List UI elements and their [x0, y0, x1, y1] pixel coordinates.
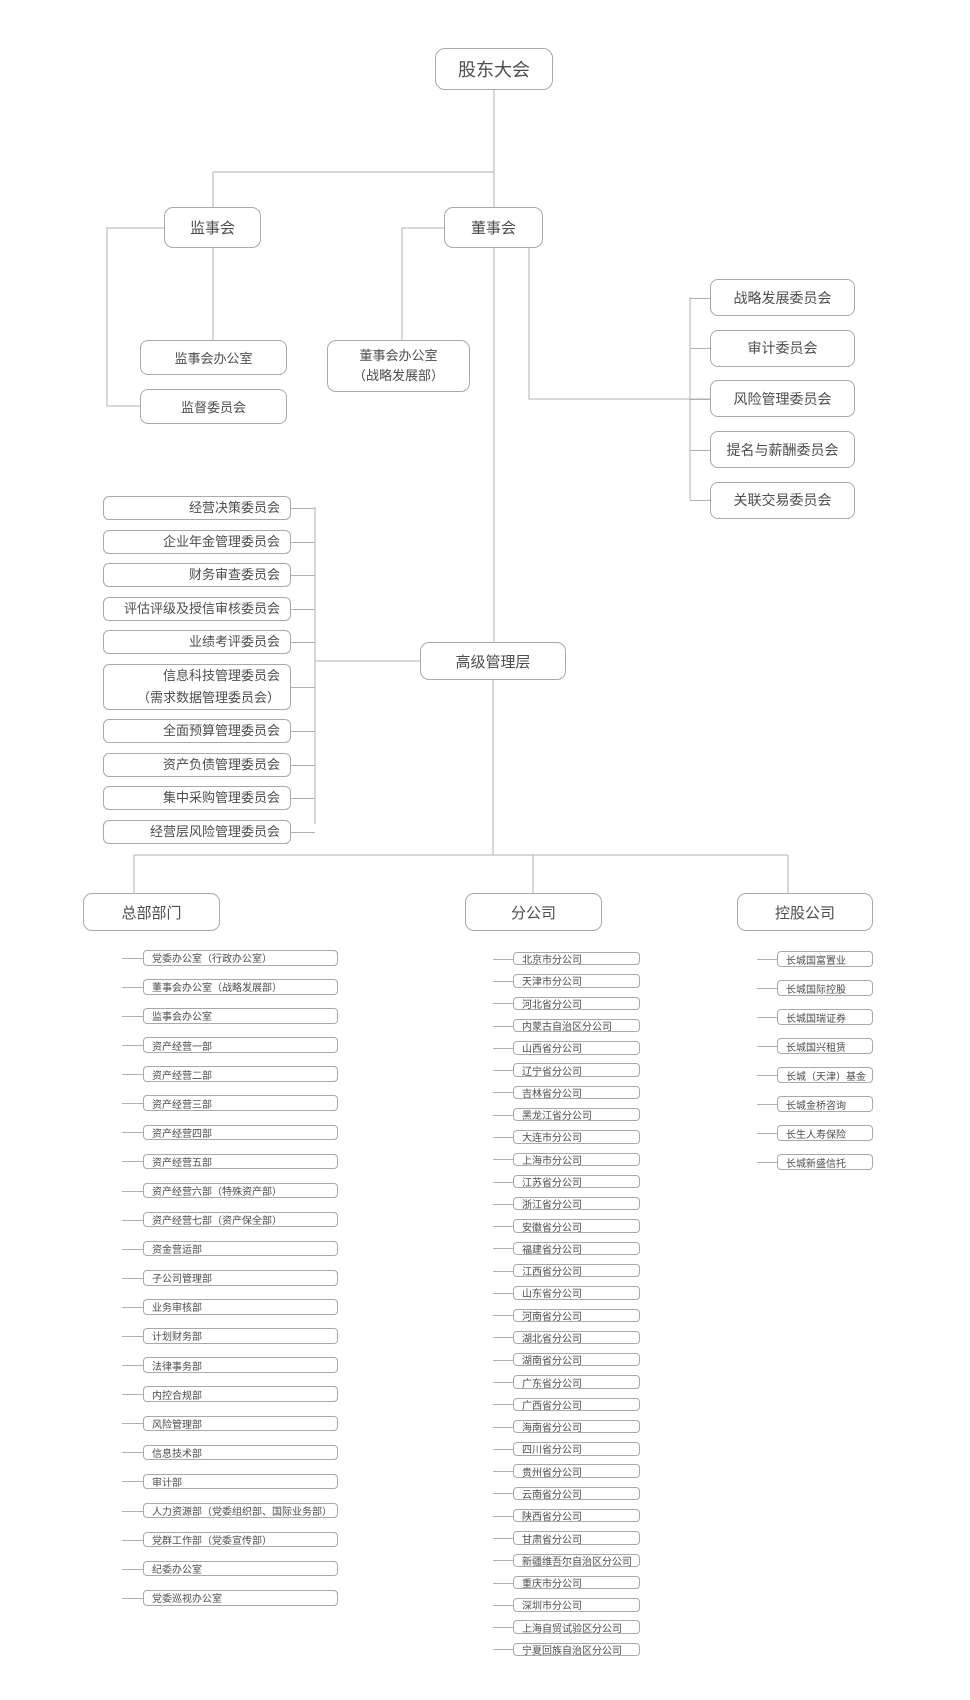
hq-department-node: 资产经营二部	[122, 1066, 338, 1082]
hq-department-node: 内控合规部	[122, 1386, 338, 1402]
holding-company-node: 长城新盛信托	[757, 1154, 873, 1170]
holding-company-node: 长城国瑞证券	[757, 1009, 873, 1025]
board-committee-node: 审计委员会	[690, 329, 855, 367]
management-committee-node: 全面预算管理委员会	[103, 719, 315, 743]
branch-company-node: 大连市分公司	[493, 1130, 640, 1144]
node-shareholders-meeting: 股东大会	[435, 48, 553, 90]
hq-department-node: 业务审核部	[122, 1299, 338, 1315]
branch-company-node: 山西省分公司	[493, 1041, 640, 1055]
node-supervisory-board: 监事会	[164, 207, 261, 248]
hq-department-node: 人力资源部（党委组织部、国际业务部）	[122, 1502, 338, 1519]
branch-company-node: 云南省分公司	[493, 1486, 640, 1501]
branch-company-node: 宁夏回族自治区分公司	[493, 1642, 640, 1657]
branch-company-node: 湖北省分公司	[493, 1330, 640, 1345]
management-committee-node: 评估评级及授信审核委员会	[103, 596, 315, 621]
management-committee-node: 经营层风险管理委员会	[103, 819, 315, 844]
hq-department-node: 资产经营四部	[122, 1124, 338, 1141]
node-supervision-committee: 监督委员会	[140, 389, 287, 424]
hq-department-node: 资产经营六部（特殊资产部）	[122, 1182, 338, 1199]
holding-company-node: 长城国际控股	[757, 980, 873, 996]
branch-company-node: 河北省分公司	[493, 996, 640, 1011]
hq-department-node: 监事会办公室	[122, 1008, 338, 1024]
branch-company-node: 黑龙江省分公司	[493, 1107, 640, 1122]
node-senior-management: 高级管理层	[420, 642, 566, 680]
hq-department-node: 风险管理部	[122, 1415, 338, 1431]
node-branch-companies: 分公司	[465, 893, 602, 931]
branch-company-node: 江西省分公司	[493, 1263, 640, 1278]
branch-company-node: 上海自贸试验区分公司	[493, 1620, 640, 1635]
branch-company-node: 海南省分公司	[493, 1419, 640, 1434]
holding-company-node: 长城国富置业	[757, 951, 873, 967]
branch-company-node: 内蒙古自治区分公司	[493, 1018, 640, 1033]
branch-company-node: 江苏省分公司	[493, 1174, 640, 1189]
node-board-office: 董事会办公室 （战略发展部）	[327, 340, 470, 392]
holding-company-node: 长生人寿保险	[757, 1125, 873, 1141]
hq-department-node: 党委巡视办公室	[122, 1590, 338, 1606]
node-hq-departments: 总部部门	[83, 893, 220, 931]
hq-department-node: 资产经营七部（资产保全部）	[122, 1211, 338, 1228]
branch-company-node: 甘肃省分公司	[493, 1531, 640, 1546]
branch-company-node: 新疆维吾尔自治区分公司	[493, 1553, 640, 1568]
node-board-of-directors: 董事会	[444, 207, 543, 248]
hq-department-node: 法律事务部	[122, 1357, 338, 1373]
hq-department-node: 信息技术部	[122, 1444, 338, 1461]
list-hq-departments: 党委办公室（行政办公室） 董事会办公室（战略发展部） 监事会办公室资产经营一部资产经…	[122, 950, 338, 1606]
hq-department-node: 资产经营五部	[122, 1153, 338, 1170]
hq-department-node: 子公司管理部	[122, 1270, 338, 1286]
hq-department-node: 董事会办公室（战略发展部）	[122, 979, 338, 995]
branch-company-node: 天津市分公司	[493, 974, 640, 988]
hq-department-node: 党群工作部（党委宣传部）	[122, 1531, 338, 1548]
hq-department-node: 党委办公室（行政办公室）	[122, 950, 338, 966]
branch-company-node: 深圳市分公司	[493, 1598, 640, 1612]
branch-company-node: 上海市分公司	[493, 1152, 640, 1167]
management-committee-node: 业绩考评委员会	[103, 630, 315, 654]
management-committee-node: 信息科技管理委员会 （需求数据管理委员会）	[103, 663, 315, 710]
management-committee-node: 集中采购管理委员会	[103, 786, 315, 810]
management-committee-node: 经营决策委员会	[103, 496, 315, 520]
list-branch-companies: 北京市分公司天津市分公司河北省分公司内蒙古自治区分公司山西省分公司辽宁省分公司吉…	[493, 952, 640, 1657]
branch-company-node: 广西省分公司	[493, 1397, 640, 1412]
holding-company-node: 长城（天津）基金	[757, 1067, 873, 1083]
hq-department-node: 纪委办公室	[122, 1560, 338, 1577]
holding-company-node: 长城国兴租赁	[757, 1038, 873, 1054]
hq-department-node: 资产经营一部	[122, 1037, 338, 1053]
branch-company-node: 陕西省分公司	[493, 1509, 640, 1523]
list-holding-companies: 长城国富置业长城国际控股长城国瑞证券长城国兴租赁长城（天津）基金长城金桥咨询长生…	[757, 951, 873, 1170]
branch-company-node: 河南省分公司	[493, 1308, 640, 1323]
holding-company-node: 长城金桥咨询	[757, 1096, 873, 1112]
list-management-committees: 经营决策委员会企业年金管理委员会财务审查委员会评估评级及授信审核委员会业绩考评委…	[103, 496, 315, 844]
board-committee-node: 提名与薪酬委员会	[690, 431, 855, 469]
management-committee-node: 财务审查委员会	[103, 563, 315, 587]
hq-department-node: 资金营运部	[122, 1240, 338, 1257]
node-supervisory-office: 监事会办公室	[140, 340, 287, 375]
branch-company-node: 山东省分公司	[493, 1286, 640, 1300]
board-committee-node: 关联交易委员会	[690, 481, 855, 519]
branch-company-node: 浙江省分公司	[493, 1197, 640, 1211]
branch-company-node: 北京市分公司	[493, 952, 640, 966]
branch-company-node: 贵州省分公司	[493, 1464, 640, 1479]
branch-company-node: 吉林省分公司	[493, 1085, 640, 1100]
hq-department-node: 资产经营三部	[122, 1095, 338, 1111]
branch-company-node: 福建省分公司	[493, 1241, 640, 1256]
management-committee-node: 资产负债管理委员会	[103, 752, 315, 777]
board-committee-node: 战略发展委员会	[690, 279, 855, 316]
branch-company-node: 湖南省分公司	[493, 1353, 640, 1367]
branch-company-node: 重庆市分公司	[493, 1575, 640, 1590]
hq-department-node: 审计部	[122, 1473, 338, 1490]
branch-company-node: 四川省分公司	[493, 1442, 640, 1456]
hq-department-node: 计划财务部	[122, 1328, 338, 1344]
list-board-committees: 战略发展委员会审计委员会风险管理委员会提名与薪酬委员会关联交易委员会	[690, 279, 855, 519]
branch-company-node: 辽宁省分公司	[493, 1063, 640, 1078]
board-committee-node: 风险管理委员会	[690, 380, 855, 418]
node-holding-companies: 控股公司	[737, 893, 873, 931]
management-committee-node: 企业年金管理委员会	[103, 529, 315, 554]
branch-company-node: 广东省分公司	[493, 1375, 640, 1390]
branch-company-node: 安徽省分公司	[493, 1219, 640, 1234]
